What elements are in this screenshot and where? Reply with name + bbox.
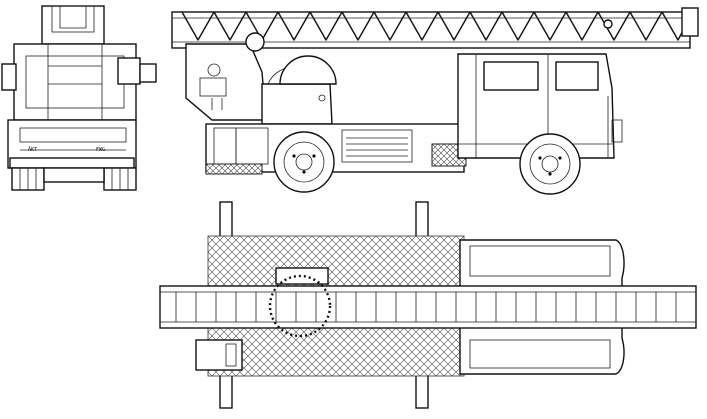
outrigger-top-right — [415, 201, 429, 239]
outrigger-bottom-left — [219, 371, 233, 409]
ladder-top — [159, 285, 697, 329]
front-wheel — [519, 133, 581, 195]
plate-left: ÄKT — [28, 146, 37, 153]
outrigger-bottom-right — [415, 371, 429, 409]
control-box — [195, 339, 243, 371]
ladder-front-top — [41, 5, 105, 45]
pump-housing — [261, 83, 333, 125]
left-drum — [1, 63, 17, 91]
top-view — [159, 201, 697, 409]
side-view — [171, 7, 699, 195]
front-view: ÄKT FWG — [1, 5, 157, 191]
rear-wheel — [273, 131, 335, 193]
right-motor — [117, 57, 141, 85]
plate-right: FWG — [96, 147, 105, 153]
cab-window-front — [483, 61, 539, 91]
outrigger-top-left — [219, 201, 233, 239]
cab-window-rear — [555, 61, 599, 91]
turntable-circle — [268, 274, 332, 338]
